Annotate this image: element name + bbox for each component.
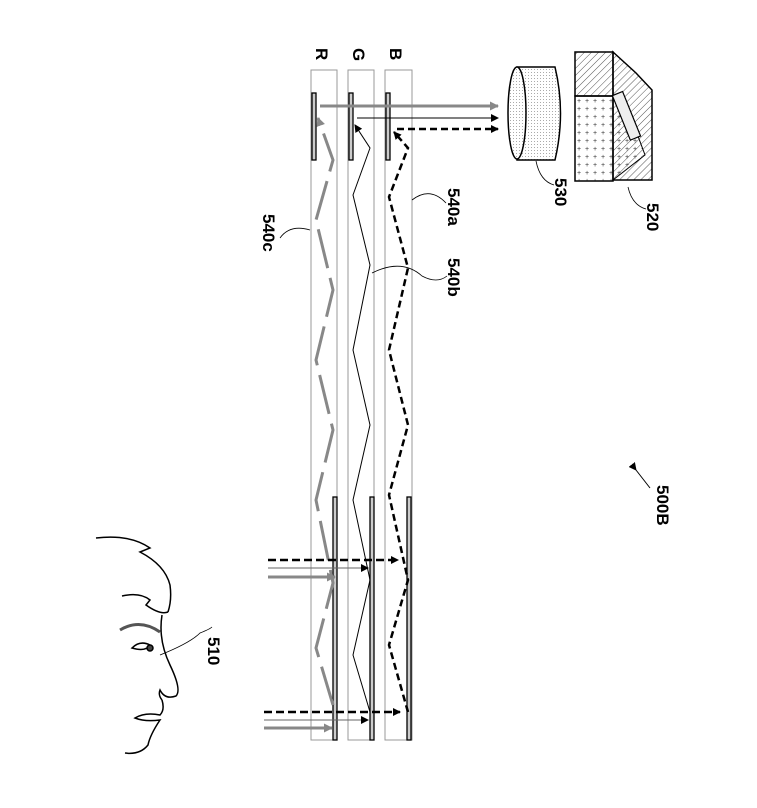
incoming-light — [264, 556, 401, 733]
label-520: 520 — [643, 203, 662, 231]
label-510: 510 — [204, 637, 223, 665]
projector — [574, 50, 653, 182]
out-coupler-b — [406, 496, 412, 741]
layer-label-b: B — [386, 48, 405, 60]
face-profile — [95, 536, 179, 755]
waveguide-g — [347, 69, 375, 741]
green-zigzag — [352, 124, 371, 713]
layer-label-g: G — [349, 48, 368, 61]
waveguide-b — [384, 69, 413, 741]
in-coupler-g — [348, 92, 354, 161]
in-coupler-r — [311, 92, 317, 161]
label-530: 530 — [551, 178, 570, 206]
waveguide-r — [310, 69, 338, 741]
label-540a: 540a — [444, 188, 463, 226]
out-coupler-r — [332, 496, 338, 741]
layer-label-r: R — [312, 48, 331, 60]
label-540b: 540b — [444, 258, 463, 297]
lens — [507, 66, 562, 161]
leader-lines — [159, 160, 647, 656]
out-coupler-g — [369, 496, 375, 741]
blue-zigzag — [387, 131, 410, 713]
figure-arrow — [628, 462, 651, 489]
label-540c: 540c — [259, 214, 278, 252]
figure-label: 500B — [653, 485, 672, 526]
in-coupler-b — [385, 92, 391, 161]
red-zigzag — [314, 117, 335, 706]
